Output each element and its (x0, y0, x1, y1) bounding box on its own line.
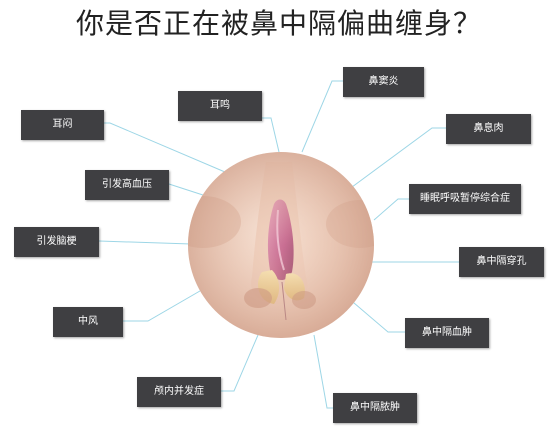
label-ear-ring: 耳鸣 (178, 91, 262, 121)
leader-line-ear-ring (262, 117, 280, 153)
label-sinusitis: 鼻窦炎 (343, 67, 424, 97)
label-perforation: 鼻中隔穿孔 (459, 247, 544, 277)
label-abscess: 鼻中隔脓肿 (333, 393, 417, 423)
leader-line-abscess (313, 334, 333, 409)
label-ear-stuffy: 耳闷 (21, 110, 104, 140)
nose-illustration (188, 152, 374, 338)
leader-line-sinusitis (301, 80, 343, 153)
label-sleep-apnea: 睡眠呼吸暂停综合症 (409, 184, 521, 214)
label-hematoma: 鼻中隔血肿 (405, 318, 489, 348)
label-cerebral-infarction: 引发脑梗 (14, 227, 99, 257)
label-polyp: 鼻息肉 (446, 114, 531, 144)
nose-septum-drawing (188, 152, 374, 338)
label-stroke: 中风 (53, 307, 123, 337)
page-title: 你是否正在被鼻中隔偏曲缠身？ (75, 7, 482, 40)
leader-line-sleep-apnea (373, 198, 409, 221)
label-intracranial: 颅内并发症 (137, 377, 221, 407)
leader-line-intracranial (221, 334, 259, 392)
leader-line-polyp (347, 127, 446, 191)
leader-line-cerebral-infarction (98, 240, 192, 245)
label-hypertension: 引发高血压 (85, 170, 169, 200)
